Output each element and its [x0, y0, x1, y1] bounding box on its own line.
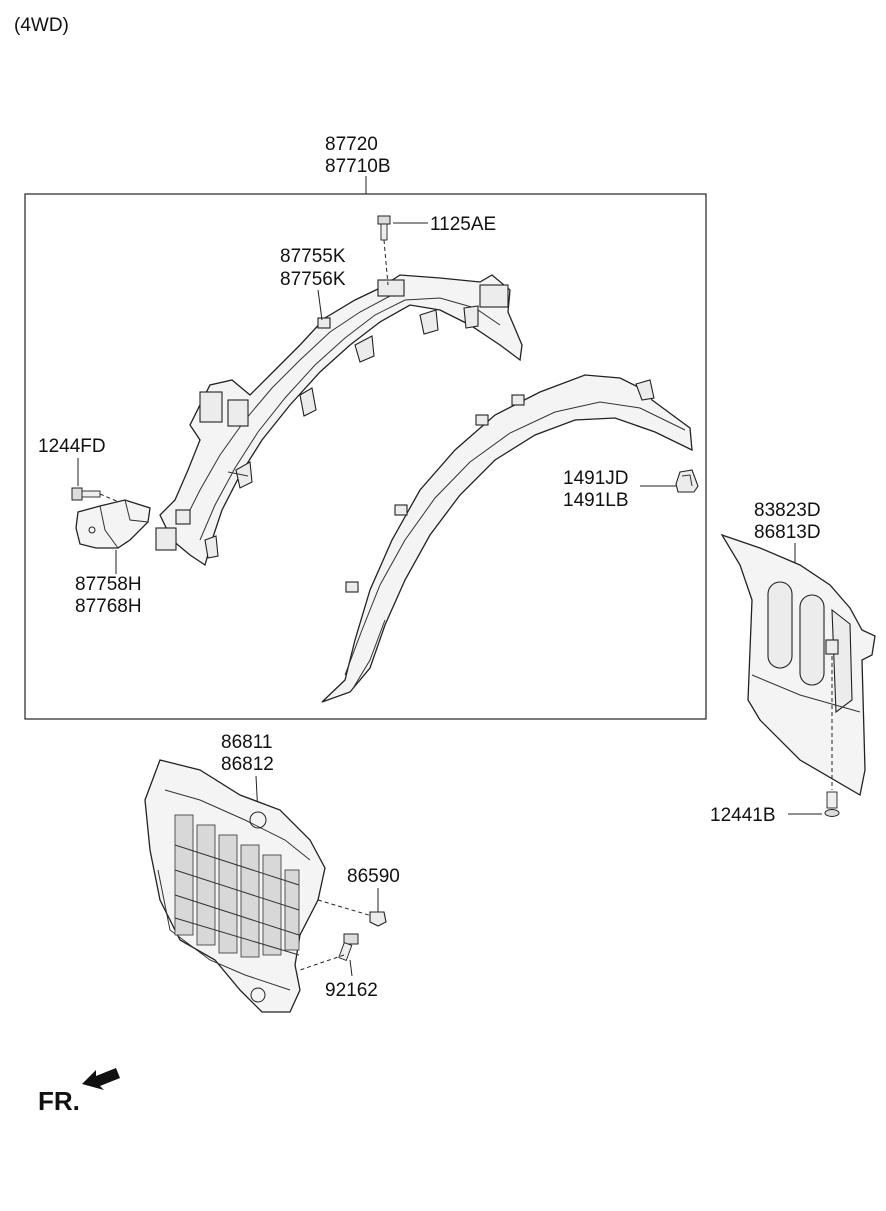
front-arrow-icon — [82, 1068, 120, 1090]
clip-label-a: 1491JD — [563, 468, 629, 489]
clip-part — [675, 469, 699, 493]
fastener-label-b: 92162 — [325, 980, 378, 1001]
small-bracket-label-b: 87768H — [75, 596, 142, 617]
screw-92162 — [338, 933, 359, 961]
assembly-box — [24, 193, 707, 720]
screw-left-label: 1244FD — [38, 436, 106, 457]
assembly-label-b: 87710B — [325, 156, 391, 177]
fastener-label-a: 86590 — [347, 866, 400, 887]
assembly-label-a: 87720 — [325, 134, 378, 155]
right-splash-guard-part — [720, 533, 876, 797]
cover-grill — [174, 814, 300, 958]
bracket-leader — [317, 289, 323, 321]
screw-12441b — [824, 791, 840, 817]
fastener-a-dash — [317, 899, 373, 917]
bracket-label-b: 87756K — [280, 269, 346, 290]
fastener-b-dash — [299, 954, 345, 971]
cover-label-a: 86811 — [221, 732, 272, 753]
guard-right-label-a: 83823D — [754, 500, 821, 521]
screw-right-label: 12441B — [710, 805, 776, 826]
lower-cover-part — [144, 759, 326, 1013]
screw-1244fd — [71, 487, 129, 507]
variant-label: (4WD) — [14, 15, 69, 36]
clip-86590 — [369, 911, 387, 927]
small-bracket-label-a: 87758H — [75, 574, 142, 595]
bracket-label-a: 87755K — [280, 246, 346, 267]
wheel-liner-part — [321, 374, 693, 703]
clip-label-b: 1491LB — [563, 490, 629, 511]
bolt-1125ae — [377, 215, 391, 286]
cover-label-b: 86812 — [221, 754, 274, 775]
small-bracket-part — [75, 499, 151, 549]
bolt-top-label: 1125AE — [430, 214, 496, 235]
guard-right-label-b: 86813D — [754, 522, 821, 543]
front-direction-label: FR. — [38, 1086, 80, 1116]
inner-bracket-part — [155, 274, 523, 567]
fastener-b-leader — [349, 959, 353, 977]
